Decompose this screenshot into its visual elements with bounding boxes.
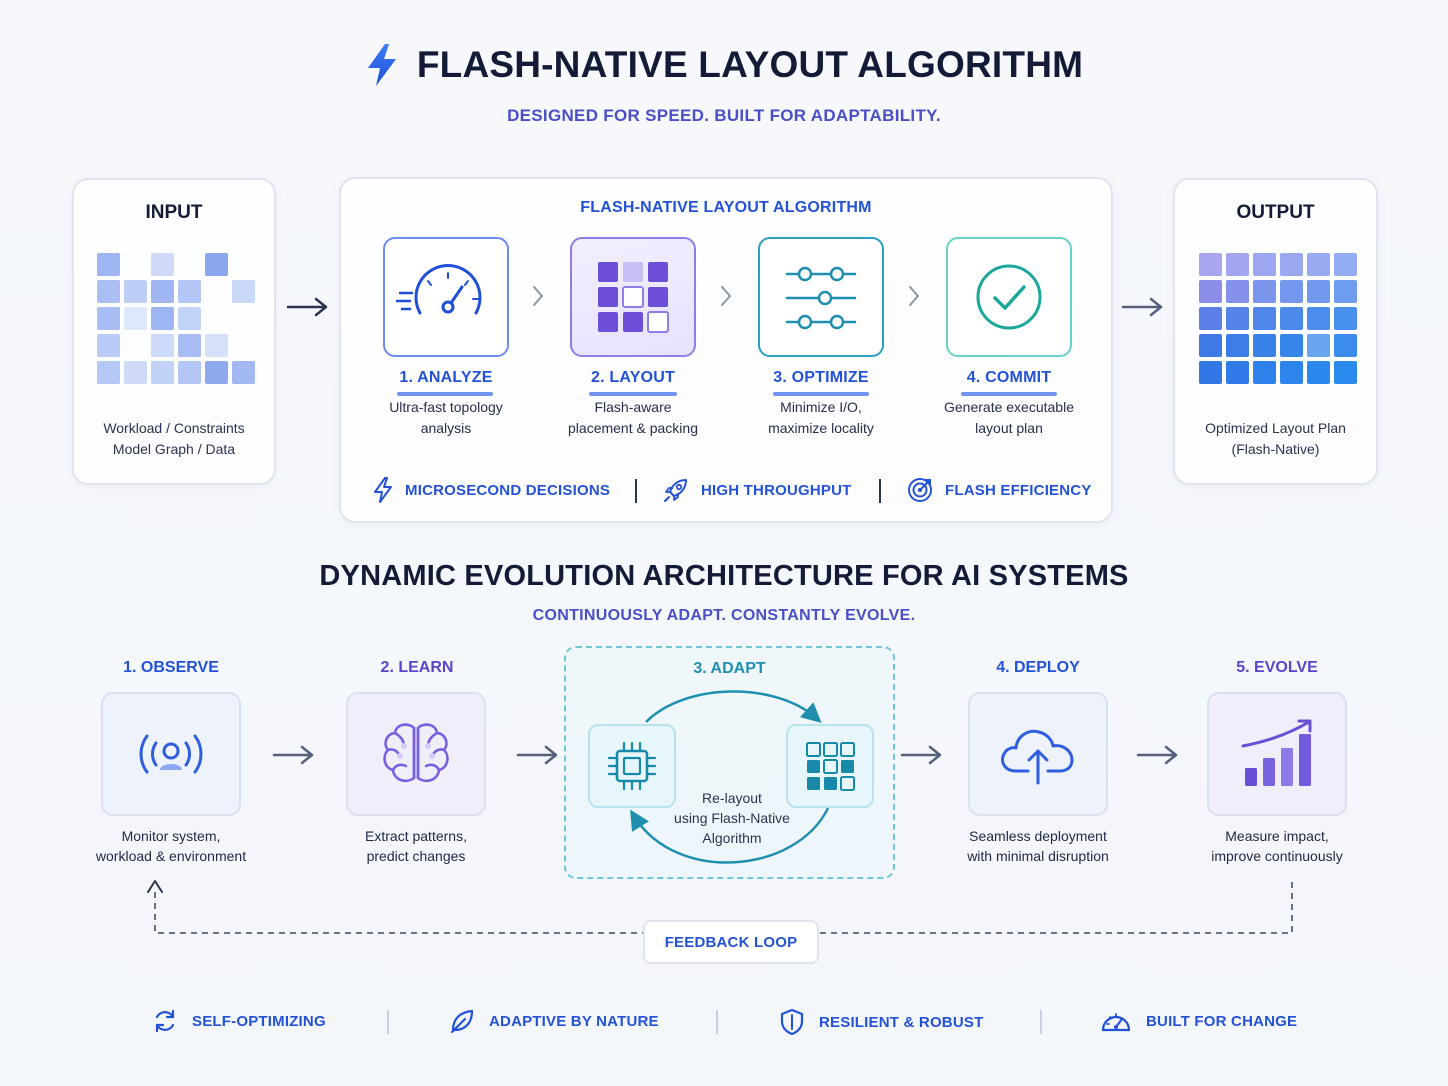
step-commit-label: 4. COMMIT xyxy=(966,369,1052,386)
refresh-icon xyxy=(155,1009,175,1033)
grid-layout-icon xyxy=(806,742,855,791)
step-optimize-label: 3. OPTIMIZE xyxy=(773,369,869,386)
arrow-right-icon xyxy=(286,297,328,317)
layout-grid-box xyxy=(786,724,874,808)
feature-built-for-change: BUILT FOR CHANGE xyxy=(1100,1008,1297,1034)
step-commit-box xyxy=(946,237,1072,357)
input-card: INPUT Workload / Constraints Model Graph… xyxy=(72,178,276,485)
stage-observe-box xyxy=(101,692,241,816)
cpu-chip-icon xyxy=(607,741,657,791)
algorithm-title: FLASH-NATIVE LAYOUT ALGORITHM xyxy=(580,199,872,216)
stage-learn-box xyxy=(346,692,486,816)
lightning-bolt-icon xyxy=(367,44,396,86)
sliders-icon xyxy=(785,266,857,330)
growth-chart-icon xyxy=(1241,719,1312,786)
stage-evolve-label: 5. EVOLVE xyxy=(1236,659,1318,676)
stage-deploy-desc: Seamless deployment with minimal disrupt… xyxy=(967,828,1109,864)
step-optimize-desc: Minimize I/O, maximize locality xyxy=(768,399,874,436)
output-caption: Optimized Layout Plan (Flash-Native) xyxy=(1205,420,1346,457)
step-analyze-box xyxy=(383,237,509,357)
feature-resilient: RESILIENT & ROBUST xyxy=(779,1008,983,1036)
cycle-arrows-icon xyxy=(630,690,830,864)
shield-icon xyxy=(780,1008,804,1036)
step-optimize-box xyxy=(758,237,884,357)
stage-learn-desc: Extract patterns, predict changes xyxy=(365,828,467,864)
stage-observe-label: 1. OBSERVE xyxy=(123,659,219,676)
stage-observe-desc: Monitor system, workload & environment xyxy=(95,828,247,864)
output-title: OUTPUT xyxy=(1236,202,1315,223)
stage-learn-label: 2. LEARN xyxy=(380,659,454,676)
input-caption: Workload / Constraints Model Graph / Dat… xyxy=(103,420,245,457)
cloud-upload-icon xyxy=(1001,729,1074,785)
step-layout-desc: Flash-aware placement & packing xyxy=(568,399,698,436)
rocket-icon xyxy=(664,479,687,502)
target-icon xyxy=(908,478,932,502)
feature-throughput: HIGH THROUGHPUT xyxy=(663,477,852,503)
output-grid xyxy=(1199,253,1357,384)
arrow-right-icon xyxy=(1121,297,1163,317)
input-grid xyxy=(97,253,255,384)
evolution-subtitle: CONTINUOUSLY ADAPT. CONSTANTLY EVOLVE. xyxy=(532,607,916,624)
stage-evolve-box xyxy=(1207,692,1347,816)
step-analyze-label: 1. ANALYZE xyxy=(399,369,493,386)
broadcast-user-icon xyxy=(139,734,203,774)
leaf-icon xyxy=(450,1009,474,1034)
stage-deploy-box xyxy=(968,692,1108,816)
algorithm-card: FLASH-NATIVE LAYOUT ALGORITHM 1. ANALYZE… xyxy=(339,177,1113,523)
feedback-loop-pill: FEEDBACK LOOP xyxy=(643,920,819,964)
chevron-right-icon xyxy=(533,286,544,306)
arrow-right-icon xyxy=(900,745,942,765)
stage-evolve-desc: Measure impact, improve continuously xyxy=(1211,828,1343,864)
feature-microsecond: MICROSECOND DECISIONS xyxy=(373,477,610,503)
page-subtitle: DESIGNED FOR SPEED. BUILT FOR ADAPTABILI… xyxy=(507,106,941,125)
brain-icon xyxy=(383,723,449,783)
main-title: FLASH-NATIVE LAYOUT ALGORITHM xyxy=(0,40,1448,90)
feedback-loop-connector xyxy=(147,880,1293,934)
output-card: OUTPUT Optimized Layout Plan (Flash-Nati… xyxy=(1173,178,1378,485)
chevron-right-icon xyxy=(909,286,920,306)
speedometer-icon xyxy=(396,264,482,315)
step-layout-box xyxy=(570,237,696,357)
arrow-right-icon xyxy=(272,745,314,765)
gauge-icon xyxy=(1101,1013,1131,1032)
evolution-title: DYNAMIC EVOLUTION ARCHITECTURE FOR AI SY… xyxy=(319,560,1129,592)
stage-adapt-desc: Re-layout using Flash-Native Algorithm xyxy=(674,790,790,846)
page-title: FLASH-NATIVE LAYOUT ALGORITHM xyxy=(416,44,1084,85)
check-circle-icon xyxy=(976,264,1042,330)
arrow-right-icon xyxy=(516,745,558,765)
step-commit-desc: Generate executable layout plan xyxy=(944,399,1074,436)
feature-efficiency: FLASH EFFICIENCY xyxy=(907,477,1092,503)
input-title: INPUT xyxy=(145,202,203,223)
chevron-right-icon xyxy=(721,286,732,306)
arrow-right-icon xyxy=(1136,745,1178,765)
stage-deploy-label: 4. DEPLOY xyxy=(996,659,1080,676)
grid-blocks-icon xyxy=(598,262,669,333)
chip-box xyxy=(588,724,676,808)
stage-adapt-frame: 3. ADAPT xyxy=(564,646,895,879)
feature-adaptive: ADAPTIVE BY NATURE xyxy=(449,1008,659,1034)
step-analyze-desc: Ultra-fast topology analysis xyxy=(389,399,503,436)
feature-self-optimizing: SELF-OPTIMIZING xyxy=(152,1008,326,1034)
stage-adapt-label: 3. ADAPT xyxy=(693,660,766,677)
step-layout-label: 2. LAYOUT xyxy=(591,369,675,386)
lightning-icon xyxy=(374,477,392,503)
